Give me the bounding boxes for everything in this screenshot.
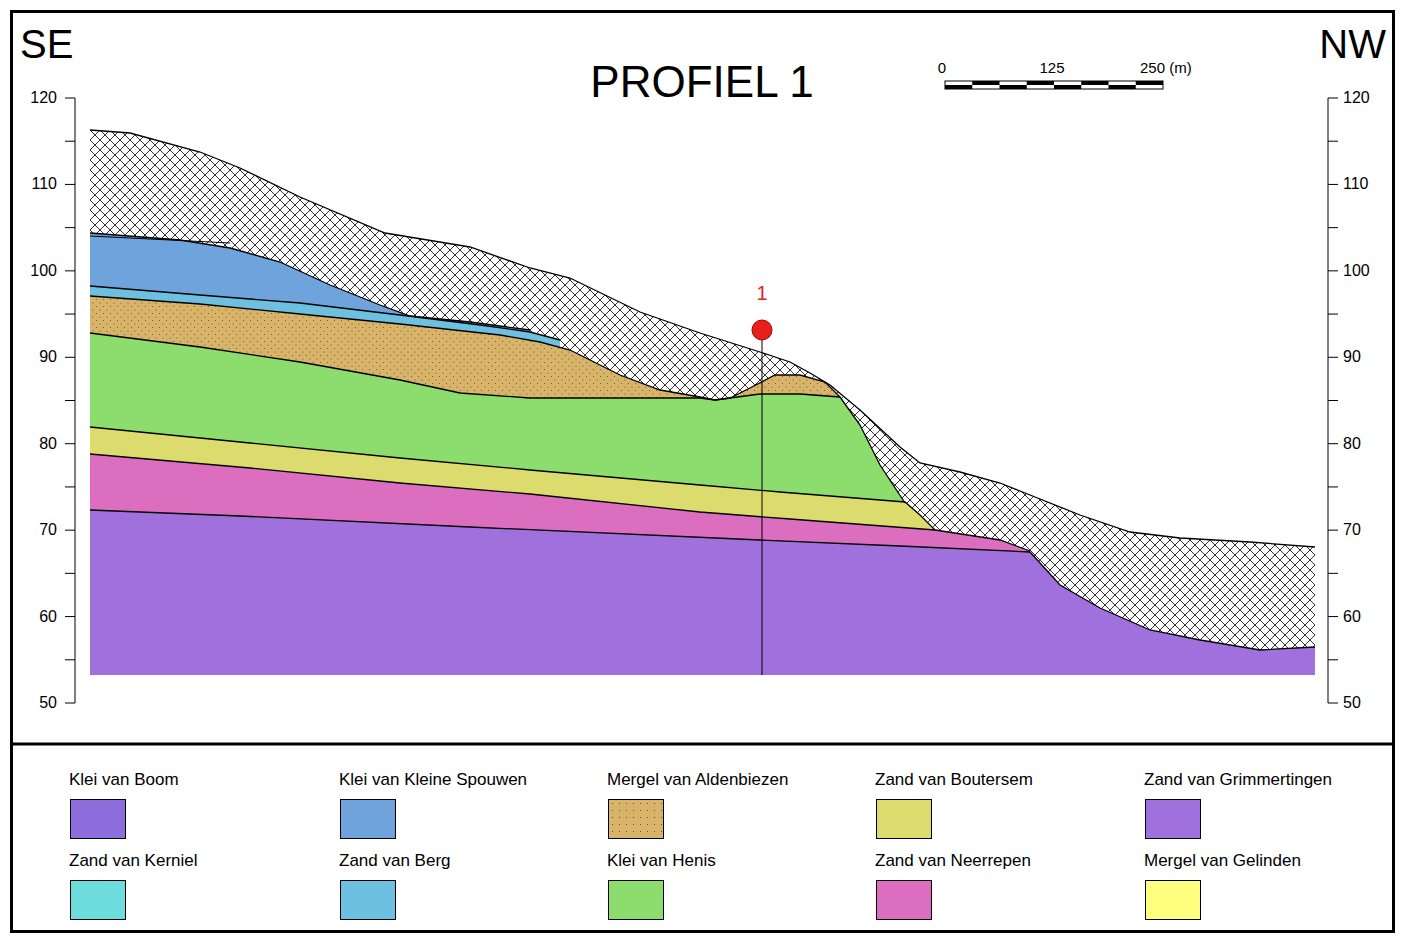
- legend-swatch: [1145, 880, 1201, 920]
- axis-tick: [1328, 141, 1338, 142]
- axis-tick: [65, 659, 75, 660]
- legend-label: Zand van Kerniel: [69, 852, 198, 869]
- axis-label: 50: [39, 695, 57, 711]
- scale-segment: [1027, 81, 1054, 85]
- axis-tick: [1328, 659, 1338, 660]
- axis-tick: [1328, 703, 1338, 704]
- axis-label: 110: [1343, 176, 1369, 192]
- axis-tick: [1328, 357, 1338, 358]
- legend-swatch: [70, 799, 126, 839]
- axis-tick: [1328, 184, 1338, 185]
- axis-tick: [65, 270, 75, 271]
- axis-label: 70: [1343, 522, 1361, 538]
- direction-label: SE: [20, 24, 73, 64]
- axis-tick: [1328, 98, 1338, 99]
- layer-contact: [90, 130, 1315, 547]
- axis-tick: [1328, 573, 1338, 574]
- legend-label: Klei van Kleine Spouwen: [339, 771, 527, 788]
- callout-number: 1: [756, 283, 767, 303]
- scale-bar: [945, 81, 1163, 89]
- legend-label: Zand van Berg: [339, 852, 451, 869]
- axis-label: 90: [39, 349, 57, 365]
- axis-label: 60: [39, 609, 57, 625]
- axis-label: 60: [1343, 609, 1361, 625]
- scale-segment: [1109, 85, 1136, 89]
- scale-segment: [972, 81, 999, 85]
- legend-label: Mergel van Gelinden: [1144, 852, 1301, 869]
- scale-segment: [945, 85, 972, 89]
- legend-swatch: [608, 880, 664, 920]
- direction-label: NW: [1319, 24, 1386, 64]
- borehole-line: [762, 340, 763, 675]
- layer-fill: [90, 130, 1315, 675]
- axis-tick: [1328, 616, 1338, 617]
- axis-label: 100: [30, 263, 57, 279]
- layer-fill: [90, 510, 1315, 675]
- axis-label: 80: [1343, 436, 1361, 452]
- axis-tick: [65, 227, 75, 228]
- axis-label: 80: [39, 436, 57, 452]
- scale-segment: [1081, 81, 1108, 85]
- axis-tick: [1328, 270, 1338, 271]
- layer-contact: [90, 236, 230, 243]
- axis-tick: [1328, 486, 1338, 487]
- legend-label: Zand van Neerrepen: [875, 852, 1031, 869]
- axis-label: 90: [1343, 349, 1361, 365]
- borehole-marker: [752, 320, 772, 340]
- axis-tick: [65, 703, 75, 704]
- layer-contact: [90, 454, 1030, 551]
- axis-tick: [65, 400, 75, 401]
- axis-tick: [65, 314, 75, 315]
- scale-segment: [1054, 85, 1081, 89]
- axis-tick: [65, 357, 75, 358]
- axis-tick: [65, 141, 75, 142]
- scale-segment: [1136, 81, 1163, 85]
- legend-swatch: [608, 799, 664, 839]
- scale-label: 250 (m): [1140, 60, 1192, 75]
- axis-tick: [65, 443, 75, 444]
- axis-tick: [65, 486, 75, 487]
- legend-label: Zand van Boutersem: [875, 771, 1033, 788]
- axis-label: 70: [39, 522, 57, 538]
- axis-label: 100: [1343, 263, 1370, 279]
- frame: [12, 12, 1394, 932]
- legend-swatch: [340, 799, 396, 839]
- frame-divider: [10, 743, 1395, 746]
- legend-label: Mergel van Aldenbiezen: [607, 771, 788, 788]
- legend-label: Klei van Boom: [69, 771, 179, 788]
- axis-tick: [65, 573, 75, 574]
- scale-label: 0: [938, 60, 946, 75]
- legend-swatch: [876, 880, 932, 920]
- axis-tick: [1328, 530, 1338, 531]
- layer-contact: [90, 510, 1315, 650]
- axis-tick: [1328, 227, 1338, 228]
- scale-segment: [1000, 85, 1027, 89]
- axis-label: 120: [1343, 90, 1370, 106]
- axis-tick: [1328, 400, 1338, 401]
- legend-label: Klei van Henis: [607, 852, 716, 869]
- scale-label: 125: [1039, 60, 1064, 75]
- legend-swatch: [70, 880, 126, 920]
- layer-contact: [90, 333, 905, 503]
- legend-label: Zand van Grimmertingen: [1144, 771, 1332, 788]
- layer-contact: [90, 286, 560, 340]
- axis-tick: [1328, 443, 1338, 444]
- axis-tick: [1328, 314, 1338, 315]
- legend-swatch: [1145, 799, 1201, 839]
- axis-tick: [65, 530, 75, 531]
- legend-swatch: [876, 799, 932, 839]
- axis-tick: [65, 184, 75, 185]
- axis-tick: [65, 98, 75, 99]
- axis-label: 110: [31, 176, 57, 192]
- legend-swatch: [340, 880, 396, 920]
- axis-tick: [65, 616, 75, 617]
- section-title: PROFIEL 1: [590, 60, 813, 104]
- axis-label: 120: [30, 90, 57, 106]
- axis-label: 50: [1343, 695, 1361, 711]
